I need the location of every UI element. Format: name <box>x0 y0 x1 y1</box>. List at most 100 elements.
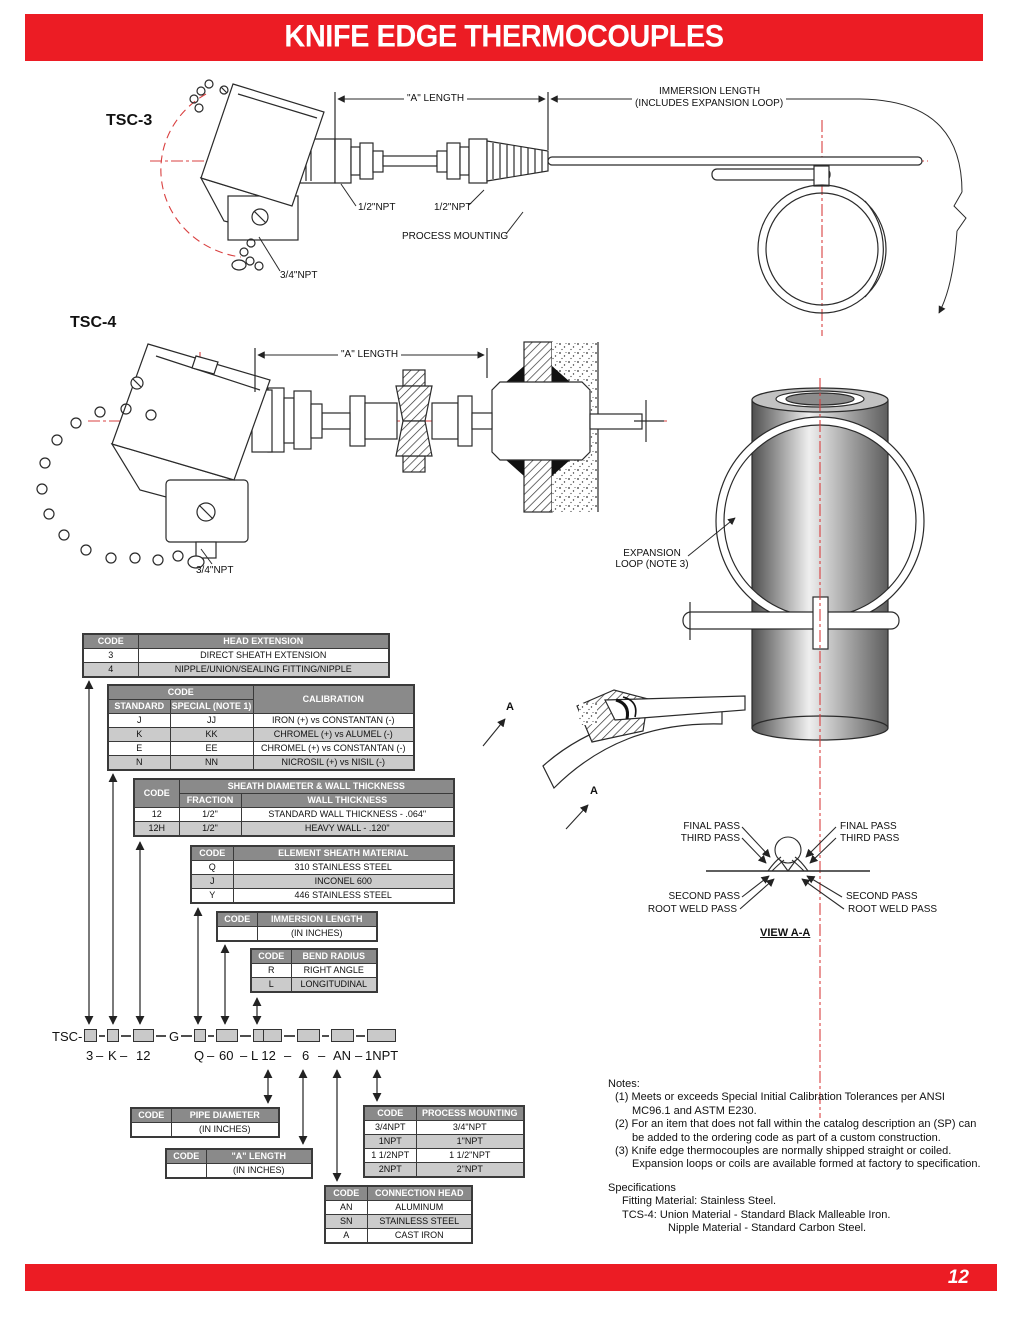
column-header: CODE <box>216 911 258 927</box>
page-number: 12 <box>947 1267 969 1288</box>
tsc3-half-npt-label-2: 1/2"NPT <box>434 202 472 213</box>
specs-heading: Specifications <box>608 1181 676 1194</box>
tsc4-model-label: TSC-4 <box>70 314 117 331</box>
column-header: CODE <box>190 845 234 861</box>
note-line: (1) Meets or exceeds Special Initial Cal… <box>615 1091 945 1104</box>
tsc3-process-mounting-label: PROCESS MOUNTING <box>402 231 509 242</box>
ordering-token: Q <box>194 1048 205 1063</box>
tsc3-a-length-label: "A" LENGTH <box>404 93 468 104</box>
column-header: CODE <box>363 1105 417 1121</box>
second-pass-left-label: SECOND PASS <box>668 891 741 902</box>
column-header: WALL THICKNESS <box>240 793 455 808</box>
column-header: PIPE DIAMETER <box>170 1107 280 1123</box>
spec-line: Fitting Material: Stainless Steel. <box>622 1195 777 1208</box>
column-header: FRACTION <box>178 793 242 808</box>
table-calibration: CODE CALIBRATION STANDARD SPECIAL (NOTE … <box>107 684 415 771</box>
ordering-token: – <box>240 1048 248 1063</box>
column-header: CALIBRATION <box>252 684 415 714</box>
root-weld-pass-right-label: ROOT WELD PASS <box>848 904 938 915</box>
column-header: ELEMENT SHEATH MATERIAL <box>232 845 455 861</box>
final-pass-right-label: FINAL PASS <box>840 821 897 832</box>
second-pass-right-label: SECOND PASS <box>846 891 918 902</box>
table-sheath-diameter: CODE SHEATH DIAMETER & WALL THICKNESS FR… <box>133 778 455 837</box>
pipe-drawing <box>682 378 925 1118</box>
ordering-token: 1NPT <box>365 1048 399 1063</box>
expansion-loop-label-line1: EXPANSION <box>623 548 681 559</box>
column-header: SPECIAL (NOTE 1) <box>169 699 254 714</box>
spec-line: Nipple Material - Standard Carbon Steel. <box>668 1222 867 1235</box>
note-line: Expansion loops or coils are available f… <box>632 1158 981 1171</box>
column-header: CODE <box>165 1148 207 1164</box>
ordering-token: – <box>96 1048 104 1063</box>
column-header: HEAD EXTENSION <box>137 633 390 649</box>
column-header: STANDARD <box>107 699 171 714</box>
notes-block: Notes: (1) Meets or exceeds Special Init… <box>608 1078 1013 1235</box>
ordering-token: – <box>207 1048 215 1063</box>
table-row: (IN INCHES) <box>165 1163 313 1179</box>
column-header: CODE <box>250 948 292 964</box>
view-aa-label: VIEW A-A <box>760 927 811 939</box>
ordering-token: 12 <box>136 1048 151 1063</box>
ordering-token: L 12 <box>251 1048 276 1063</box>
ordering-token: – <box>284 1048 292 1063</box>
note-line: (2) For an item that does not fall withi… <box>615 1118 977 1131</box>
ordering-box <box>133 1029 154 1042</box>
ordering-box <box>216 1029 238 1042</box>
third-pass-left-label: THIRD PASS <box>680 833 740 844</box>
ordering-token: – <box>355 1048 363 1063</box>
third-pass-right-label: THIRD PASS <box>840 833 900 844</box>
ordering-g: G <box>169 1029 180 1044</box>
ordering-box <box>107 1029 119 1042</box>
section-a-marker-2: A <box>590 785 598 797</box>
column-header: CODE <box>324 1185 368 1201</box>
tsc3-model-label: TSC-3 <box>106 112 153 129</box>
column-header: IMMERSION LENGTH <box>256 911 378 927</box>
tsc3-half-npt-label-1: 1/2"NPT <box>358 202 396 213</box>
tsc4-a-length-label: "A" LENGTH <box>338 349 402 360</box>
ordering-token: 6 <box>302 1048 310 1063</box>
tsc4-threequarter-npt-label: 3/4"NPT <box>196 565 234 576</box>
tsc3-threequarter-npt-label: 3/4"NPT <box>280 270 318 281</box>
section-a-marker-1: A <box>506 701 514 713</box>
column-header: SHEATH DIAMETER & WALL THICKNESS <box>178 778 455 794</box>
ordering-token: – <box>318 1048 326 1063</box>
ordering-box <box>331 1029 354 1042</box>
final-pass-left-label: FINAL PASS <box>683 821 740 832</box>
notes-heading: Notes: <box>608 1078 640 1090</box>
table-row: (IN INCHES) <box>130 1122 280 1138</box>
table-immersion-length: CODE IMMERSION LENGTH (IN INCHES) <box>216 911 378 942</box>
column-header: "A" LENGTH <box>205 1148 313 1164</box>
note-line: MC96.1 and ASTM E230. <box>632 1104 757 1117</box>
tsc3-immersion-label-line1: IMMERSION LENGTH <box>656 86 764 97</box>
tsc4-drawing <box>36 341 668 569</box>
column-header: CONNECTION HEAD <box>366 1185 473 1201</box>
root-weld-pass-left-label: ROOT WELD PASS <box>647 904 737 915</box>
ordering-token: – <box>120 1048 128 1063</box>
ordering-box <box>84 1029 97 1042</box>
column-header: CODE <box>130 1107 172 1123</box>
